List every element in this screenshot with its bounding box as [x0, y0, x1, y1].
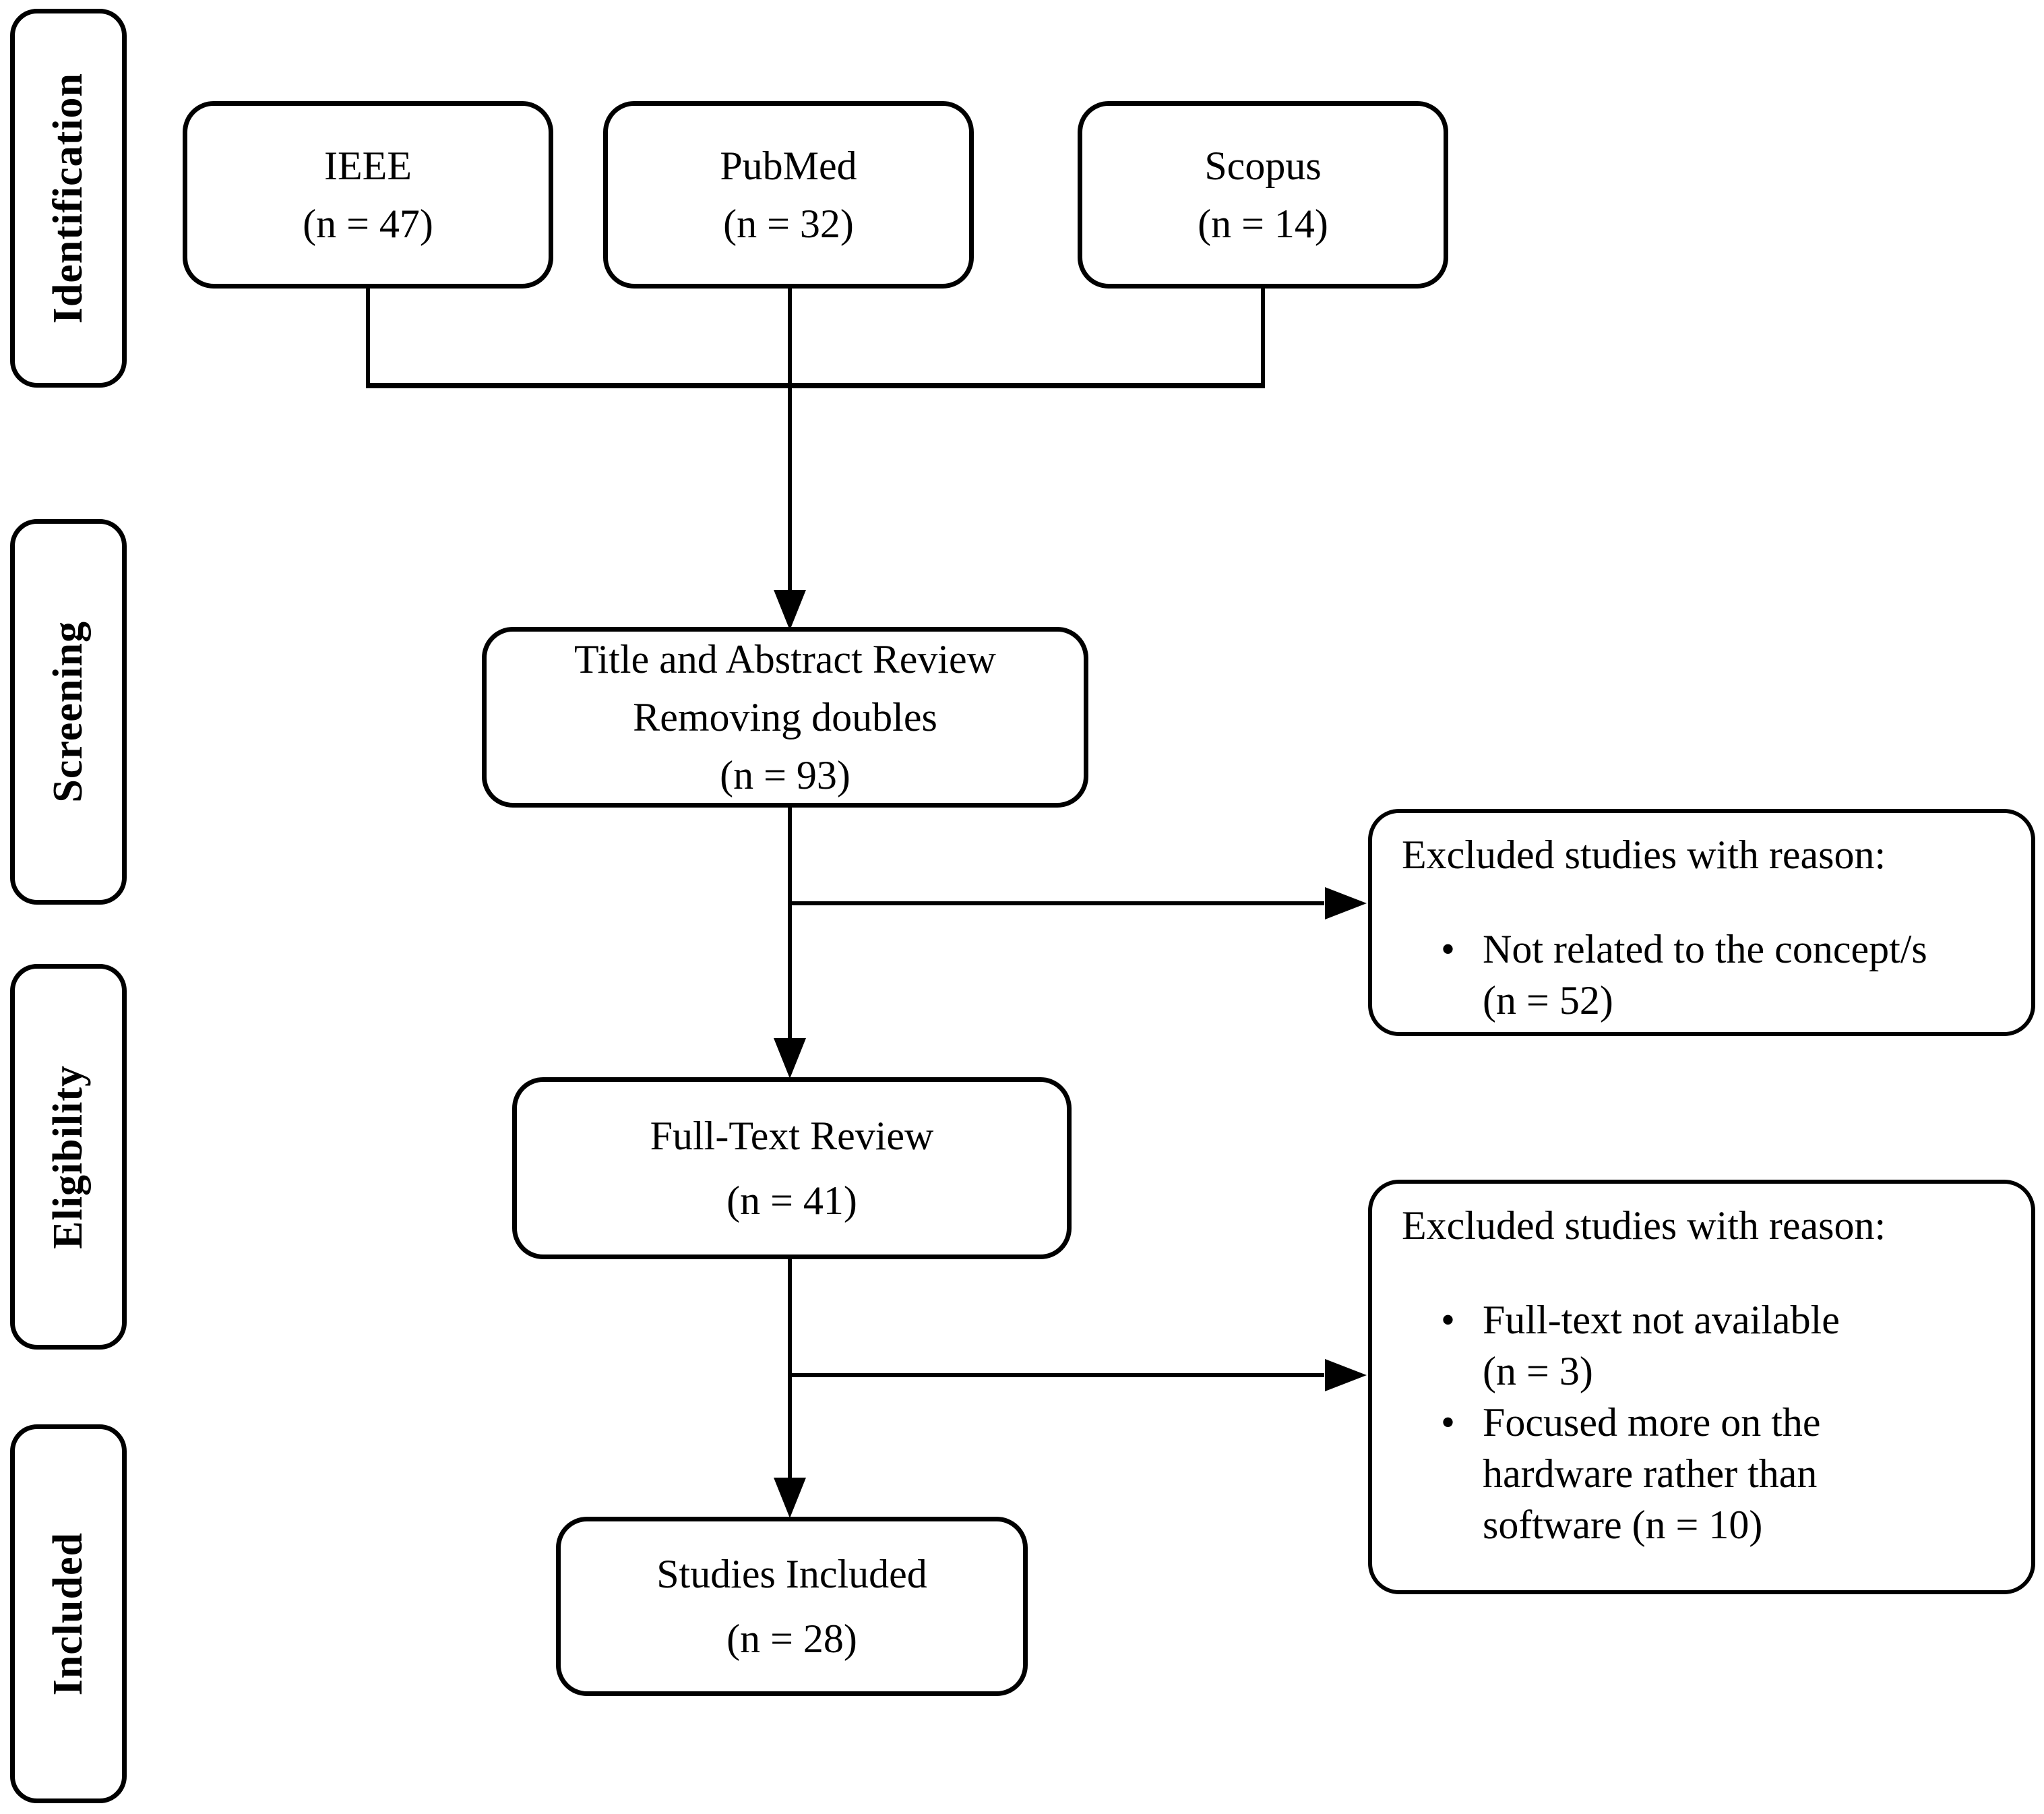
stage-box-eligibility: Eligibility	[10, 964, 127, 1350]
source-box-scopus: Scopus (n = 14)	[1078, 101, 1448, 289]
source-name-ieee: IEEE	[324, 144, 412, 188]
source-name-pubmed: PubMed	[720, 144, 857, 188]
bullet-line: hardware rather than	[1483, 1451, 1818, 1496]
stage-label-identification: Identification	[45, 72, 91, 324]
source-count-pubmed: (n = 32)	[723, 202, 854, 246]
flow-box-title-abstract-review: Title and Abstract Review Removing doubl…	[482, 627, 1088, 808]
bullet-line: Focused more on the	[1483, 1400, 1821, 1445]
bullet-line: (n = 3)	[1483, 1349, 1593, 1393]
stage-box-identification: Identification	[10, 9, 127, 388]
source-count-scopus: (n = 14)	[1198, 202, 1328, 246]
bullet-icon: •	[1441, 927, 1456, 971]
flow-box-full-text-review: Full-Text Review (n = 41)	[512, 1077, 1072, 1259]
connector-scopus-down	[1261, 289, 1265, 386]
connector-branch-exclusion-1	[788, 901, 1324, 905]
connector-main-3	[788, 1259, 792, 1480]
source-box-pubmed: PubMed (n = 32)	[603, 101, 974, 289]
flow-box-line: Removing doubles	[633, 695, 937, 739]
bullet-icon: •	[1441, 1400, 1456, 1445]
bullet-line: Not related to the concept/s	[1483, 927, 1927, 971]
bullet-icon: •	[1441, 1298, 1456, 1342]
stage-label-included: Included	[45, 1532, 91, 1696]
source-count-ieee: (n = 47)	[303, 202, 433, 246]
flow-box-line: Title and Abstract Review	[574, 637, 997, 682]
stage-label-eligibility: Eligibility	[45, 1064, 91, 1249]
arrowhead-down-icon-3	[774, 1478, 806, 1518]
source-box-ieee: IEEE (n = 47)	[183, 101, 553, 289]
bullet-line: Full-text not available	[1483, 1298, 1840, 1342]
exclusion-title-2: Excluded studies with reason:	[1402, 1203, 1886, 1248]
connector-merge-horizontal	[366, 383, 1265, 388]
list-item: • Not related to the concept/s (n = 52)	[1441, 924, 2002, 1026]
connector-main-1	[788, 289, 792, 593]
stage-label-screening: Screening	[45, 621, 91, 803]
exclusion-title-1: Excluded studies with reason:	[1402, 833, 1886, 877]
connector-main-2	[788, 808, 792, 1041]
flow-box-studies-included: Studies Included (n = 28)	[556, 1517, 1028, 1696]
arrowhead-right-icon-2	[1325, 1359, 1367, 1391]
bullet-text: Not related to the concept/s (n = 52)	[1483, 924, 1927, 1026]
bullet-line: software (n = 10)	[1483, 1503, 1763, 1547]
arrowhead-right-icon-1	[1325, 887, 1367, 919]
flow-box-line: (n = 93)	[720, 753, 850, 797]
connector-ieee-down	[366, 289, 370, 386]
exclusion-box-2: Excluded studies with reason: • Full-tex…	[1368, 1180, 2035, 1594]
flow-box-line: (n = 41)	[726, 1178, 857, 1223]
list-item: • Focused more on the hardware rather th…	[1441, 1397, 2002, 1550]
arrowhead-down-icon-2	[774, 1038, 806, 1079]
flow-box-line: Full-Text Review	[650, 1114, 934, 1158]
exclusion-bullet-list-2: • Full-text not available (n = 3) • Focu…	[1441, 1294, 2002, 1550]
exclusion-bullet-list-1: • Not related to the concept/s (n = 52)	[1441, 924, 2002, 1026]
bullet-text: Full-text not available (n = 3)	[1483, 1294, 1840, 1397]
exclusion-box-1: Excluded studies with reason: • Not rela…	[1368, 809, 2035, 1036]
flow-box-line: (n = 28)	[726, 1616, 857, 1661]
stage-box-included: Included	[10, 1424, 127, 1803]
bullet-text: Focused more on the hardware rather than…	[1483, 1397, 1821, 1550]
connector-branch-exclusion-2	[788, 1373, 1324, 1377]
arrowhead-down-icon-1	[774, 590, 806, 630]
flow-box-line: Studies Included	[656, 1552, 927, 1596]
source-name-scopus: Scopus	[1204, 144, 1322, 188]
stage-box-screening: Screening	[10, 519, 127, 905]
list-item: • Full-text not available (n = 3)	[1441, 1294, 2002, 1397]
bullet-line: (n = 52)	[1483, 978, 1613, 1023]
